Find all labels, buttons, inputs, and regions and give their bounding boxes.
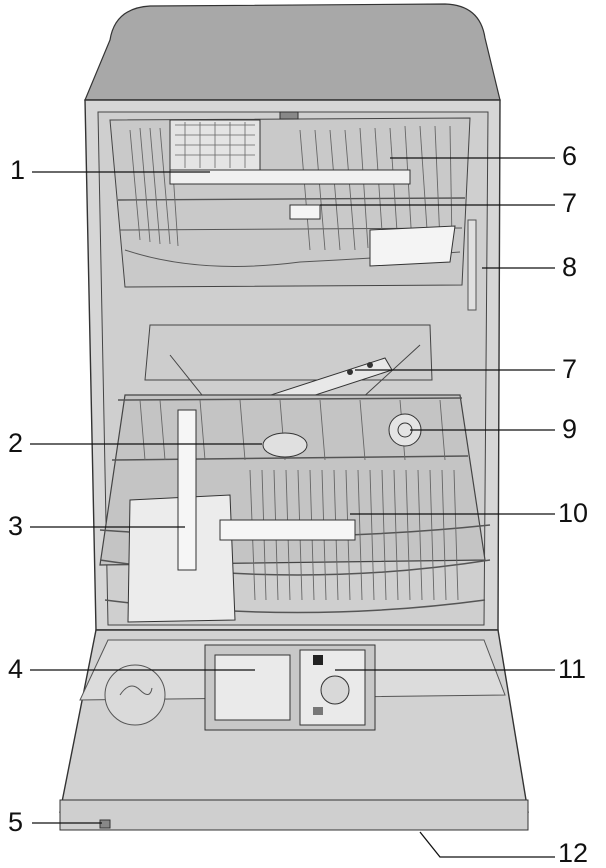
door-button (99, 819, 111, 829)
lower-rack-tines (139, 399, 459, 601)
callout-8: 8 (562, 252, 578, 282)
callout-5: 5 (8, 807, 24, 837)
callout-6: 6 (562, 141, 578, 171)
leader-lines (30, 157, 555, 858)
dishwasher-top-cover (84, 3, 501, 101)
callout-3: 3 (8, 511, 24, 541)
detergent-dispenser (214, 654, 291, 721)
cutlery-tray (169, 119, 411, 185)
callout-2: 2 (8, 428, 24, 458)
upper-rack-handle (279, 111, 299, 120)
side-rail (467, 219, 477, 311)
upper-rack-flap (369, 225, 456, 267)
callout-7-lower: 7 (562, 354, 578, 384)
upper-spray-arm-hub (289, 204, 321, 220)
callout-12: 12 (558, 838, 589, 868)
callout-11: 11 (558, 654, 587, 684)
filter (262, 432, 308, 458)
door-edge (59, 799, 529, 831)
callout-7-upper: 7 (562, 188, 578, 218)
cutlery-basket-handle (177, 409, 197, 571)
callout-10: 10 (558, 498, 589, 528)
callout-9: 9 (562, 414, 578, 444)
door-logo-emboss (104, 664, 166, 726)
lower-rack-bar (219, 519, 356, 541)
callout-4: 4 (8, 654, 24, 684)
callout-1: 1 (10, 155, 26, 185)
upper-rack-tines (129, 125, 453, 251)
